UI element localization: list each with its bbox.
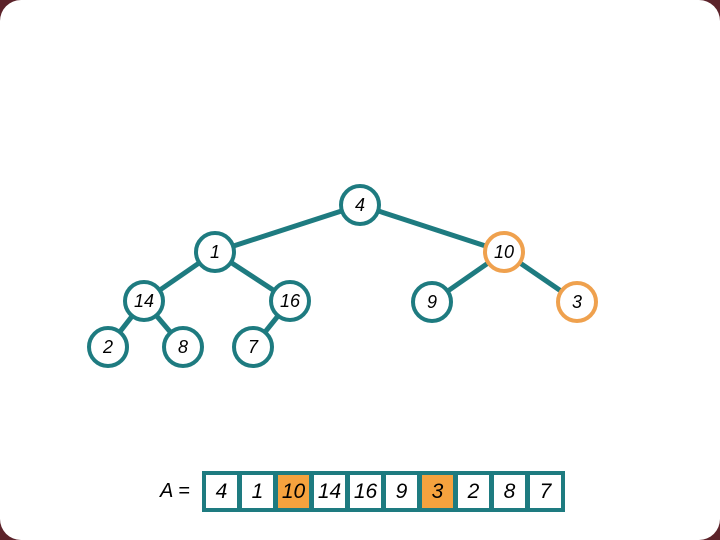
array-cell: 8 bbox=[494, 475, 525, 508]
tree-node-value: 14 bbox=[134, 291, 154, 311]
tree-node-value: 1 bbox=[210, 242, 220, 262]
array-cell: 16 bbox=[350, 475, 381, 508]
array-name-label: A = bbox=[160, 480, 190, 502]
tree-node-circle bbox=[339, 184, 381, 226]
tree-edge bbox=[359, 202, 505, 255]
tree-node-value: 7 bbox=[248, 337, 259, 357]
tree-node-circle bbox=[232, 326, 274, 368]
tree-node-8: 8 bbox=[162, 326, 204, 368]
tree-node-value: 8 bbox=[178, 337, 188, 357]
tree-node-2: 2 bbox=[87, 326, 129, 368]
tree-node-1: 1 bbox=[194, 231, 236, 273]
array-cell: 14 bbox=[314, 475, 345, 508]
array-cell-highlighted: 3 bbox=[422, 475, 453, 508]
array-cell: 4 bbox=[206, 475, 237, 508]
tree-node-14: 14 bbox=[123, 280, 165, 322]
tree-node-value: 10 bbox=[494, 242, 514, 262]
tree-node-circle bbox=[194, 231, 236, 273]
tree-node-value: 9 bbox=[427, 292, 437, 312]
tree-node-7: 7 bbox=[232, 326, 274, 368]
tree-node-10: 10 bbox=[483, 231, 525, 273]
tree-node-4: 4 bbox=[339, 184, 381, 226]
tree-node-circle bbox=[411, 281, 453, 323]
tree-node-value: 16 bbox=[280, 291, 301, 311]
array-cell: 2 bbox=[458, 475, 489, 508]
tree-node-circle bbox=[123, 280, 165, 322]
array-cell: 1 bbox=[242, 475, 273, 508]
tree-node-circle bbox=[269, 280, 311, 322]
array-cell: 9 bbox=[386, 475, 417, 508]
tree-node-value: 4 bbox=[355, 195, 365, 215]
array-cell-highlighted: 10 bbox=[278, 475, 309, 508]
tree-node-circle bbox=[87, 326, 129, 368]
tree-node-value: 2 bbox=[102, 337, 113, 357]
tree-node-circle bbox=[162, 326, 204, 368]
tree-node-circle bbox=[483, 231, 525, 273]
tree-node-circle bbox=[556, 281, 598, 323]
tree-edge bbox=[214, 202, 361, 255]
tree-node-16: 16 bbox=[269, 280, 311, 322]
tree-node-9: 9 bbox=[411, 281, 453, 323]
tree-node-3: 3 bbox=[556, 281, 598, 323]
array-cell: 7 bbox=[530, 475, 561, 508]
tree-node-value: 3 bbox=[572, 292, 582, 312]
